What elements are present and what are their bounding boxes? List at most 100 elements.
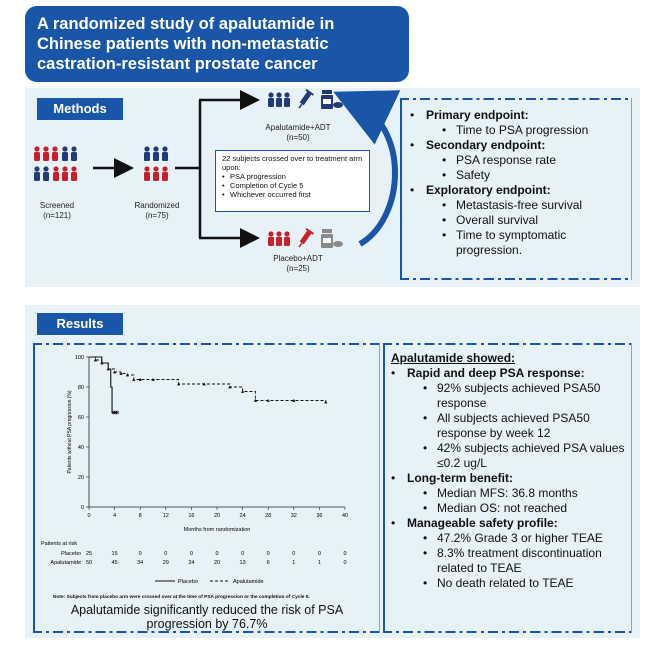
conclusion-text: Apalutamide significantly reduced the ri…: [70, 603, 344, 631]
findings-group-heading: Rapid and deep PSA response:: [387, 366, 629, 381]
apalutamide-censor-mark: [292, 398, 296, 402]
findings-item: Median OS: not reached: [387, 501, 629, 516]
endpoint-item: Metastasis-free survival: [406, 198, 626, 213]
randomized-people-icon: [144, 146, 168, 181]
x-tick-label: 16: [188, 513, 194, 519]
pill-bottle-icon: [321, 229, 343, 248]
crossover-item: Whichever occurred first: [222, 190, 363, 199]
apalutamide-censor-mark: [253, 398, 257, 402]
apalutamide-censor-mark: [151, 377, 155, 381]
randomized-count: (n=75): [145, 211, 169, 220]
findings-item: All subjects achieved PSA50 response by …: [387, 411, 629, 441]
endpoint-item: Time to symptomatic progression.: [406, 228, 626, 258]
apalutamide-censor-mark: [241, 389, 245, 393]
page-title: A randomized study of apalutamide in Chi…: [37, 15, 335, 73]
placebo-censor-mark: [115, 410, 119, 415]
legend-apalutamide-label: Apalutamide: [233, 579, 264, 585]
endpoint-item: PSA response rate: [406, 153, 626, 168]
risk-value: 20: [214, 560, 220, 566]
x-tick-label: 4: [113, 513, 116, 519]
risk-value: 1: [318, 560, 321, 566]
apalutamide-censor-mark: [125, 373, 129, 377]
apalutamide-censor-mark: [324, 400, 328, 404]
risk-value: 24: [188, 560, 194, 566]
apalutamide-censor-mark: [202, 382, 206, 386]
x-tick-label: 20: [214, 513, 220, 519]
apalutamide-censor-mark: [106, 367, 110, 371]
risk-value: 0: [190, 551, 193, 557]
endpoints-box: Primary endpoint: Time to PSA progressio…: [400, 98, 632, 280]
endpoint-item: Overall survival: [406, 213, 626, 228]
x-tick-label: 40: [342, 513, 348, 519]
crossover-arrow: [333, 90, 401, 247]
placebo-censor-mark: [111, 410, 116, 415]
placebo-arm-label: Placebo+ADT: [273, 254, 323, 263]
series-placebo-line: [89, 356, 118, 414]
findings-item: 47.2% Grade 3 or higher TEAE: [387, 531, 629, 546]
crossover-box: 22 subjects crossed over to treatment ar…: [215, 150, 370, 212]
screened-count: (n=121): [43, 211, 71, 220]
risk-value: 45: [112, 560, 118, 566]
x-tick-label: 36: [316, 513, 322, 519]
methods-panel: Methods: [25, 88, 640, 287]
findings-heading: Apalutamide showed:: [391, 351, 516, 365]
apalutamide-censor-mark: [93, 358, 97, 362]
apalutamide-censor-mark: [138, 377, 142, 381]
x-tick-label: 28: [265, 513, 271, 519]
placebo-censor-mark: [113, 410, 117, 415]
findings-group-heading: Manageable safety profile:: [387, 516, 629, 531]
endpoint-heading: Primary endpoint:: [406, 108, 626, 123]
risk-value: 0: [164, 551, 167, 557]
y-tick-label: 20: [78, 475, 84, 481]
results-tab: Results: [37, 313, 123, 335]
risk-value: 0: [241, 551, 244, 557]
endpoint-item: Time to PSA progression: [406, 123, 626, 138]
crossover-intro: 22 subjects crossed over to treatment ar…: [222, 154, 363, 172]
risk-value: 0: [139, 551, 142, 557]
risk-row-label: Apalutamide: [50, 560, 81, 566]
risk-row-label: Placebo: [61, 551, 81, 557]
placebo-arm-count: (n=25): [286, 264, 310, 273]
screened-label: Screened: [39, 201, 75, 210]
randomized-label: Randomized: [134, 201, 180, 210]
apalutamide-censor-mark: [228, 385, 232, 389]
apalutamide-censor-mark: [100, 361, 104, 365]
syringe-icon: [298, 88, 315, 109]
x-tick-label: 0: [87, 513, 90, 519]
apalutamide-censor-mark: [266, 398, 270, 402]
x-tick-label: 32: [291, 513, 297, 519]
findings-group-heading: Long-term benefit:: [387, 471, 629, 486]
y-tick-label: 60: [78, 415, 84, 421]
risk-value: 15: [112, 551, 118, 557]
x-tick-label: 24: [240, 513, 246, 519]
syringe-icon: [298, 227, 315, 248]
risk-value: 0: [215, 551, 218, 557]
y-tick-label: 40: [78, 445, 84, 451]
placebo-arm-people-icon: [268, 231, 290, 246]
risk-value: 13: [240, 560, 246, 566]
series-apalutamide-line: [89, 356, 327, 402]
risk-value: 0: [292, 551, 295, 557]
findings-item: Median MFS: 36.8 months: [387, 486, 629, 501]
risk-value: 0: [343, 560, 346, 566]
apalutamide-censor-mark: [132, 377, 136, 381]
risk-value: 0: [318, 551, 321, 557]
title-banner: A randomized study of apalutamide in Chi…: [25, 6, 409, 82]
apalutamide-arm-people-icon: [268, 92, 290, 107]
findings-item: 42% subjects achieved PSA values ≤0.2 ug…: [387, 441, 629, 471]
crossover-item: PSA progression: [222, 172, 363, 181]
risk-value: 29: [163, 560, 169, 566]
y-tick-label: 100: [75, 355, 84, 361]
apalutamide-censor-mark: [113, 370, 117, 374]
endpoint-heading: Exploratory endpoint:: [406, 183, 626, 198]
risk-value: 25: [86, 551, 92, 557]
findings-item: 8.3% treatment discontinuation related t…: [387, 546, 629, 576]
x-axis-label: Months from randomization: [184, 527, 251, 533]
apalutamide-arm-count: (n=50): [286, 133, 310, 142]
y-tick-label: 80: [78, 385, 84, 391]
risk-value: 0: [343, 551, 346, 557]
risk-value: 1: [292, 560, 295, 566]
